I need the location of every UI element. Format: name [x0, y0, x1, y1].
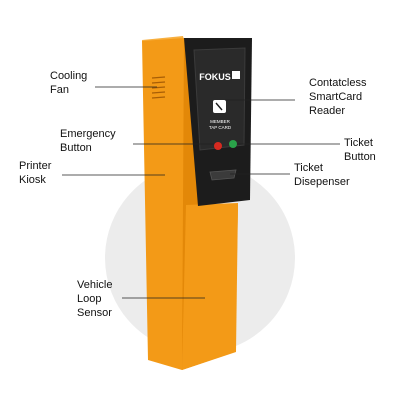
kiosk-lower-front — [182, 203, 238, 370]
label-printer-kiosk: Printer Kiosk — [19, 160, 52, 186]
label-ticket-button: Ticket Button — [344, 137, 376, 163]
reader-text-line1: MEMBER — [210, 119, 231, 124]
emergency-button[interactable] — [214, 142, 222, 150]
label-contactless-reader: Contatcless SmartCard Reader — [309, 77, 367, 117]
label-vehicle-loop-sensor: Vehicle Loop Sensor — [77, 279, 113, 319]
head-unit-screen — [193, 47, 246, 151]
brand-logo-badge — [232, 71, 240, 79]
label-emergency-button: Emergency Button — [60, 128, 116, 154]
label-ticket-dispenser: Ticket Disepenser — [294, 162, 350, 188]
reader-text-line2: TAP CARD — [209, 125, 232, 130]
kiosk-front-panel — [142, 38, 190, 370]
brand-logo: FOKUS — [199, 72, 231, 82]
ticket-button[interactable] — [229, 140, 237, 148]
contactless-card-icon — [213, 100, 226, 113]
label-cooling-fan: Cooling Fan — [50, 70, 88, 96]
cooling-fan-vent — [151, 76, 166, 99]
ticket-dispenser-slot — [209, 169, 237, 181]
